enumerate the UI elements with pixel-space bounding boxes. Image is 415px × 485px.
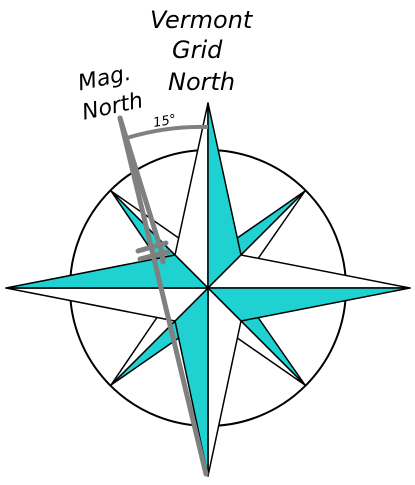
- point-e-white: [208, 255, 410, 288]
- point-w-cyan: [6, 255, 208, 288]
- vermont-label-line2: Grid: [172, 36, 223, 64]
- point-w-white: [6, 288, 208, 321]
- vermont-label-line1: Vermont: [150, 6, 254, 34]
- point-s-white: [208, 288, 241, 476]
- major-points: [6, 103, 410, 476]
- point-e-cyan: [208, 288, 410, 321]
- vermont-label-line3: North: [168, 68, 235, 96]
- needle-side-bar: [120, 118, 163, 262]
